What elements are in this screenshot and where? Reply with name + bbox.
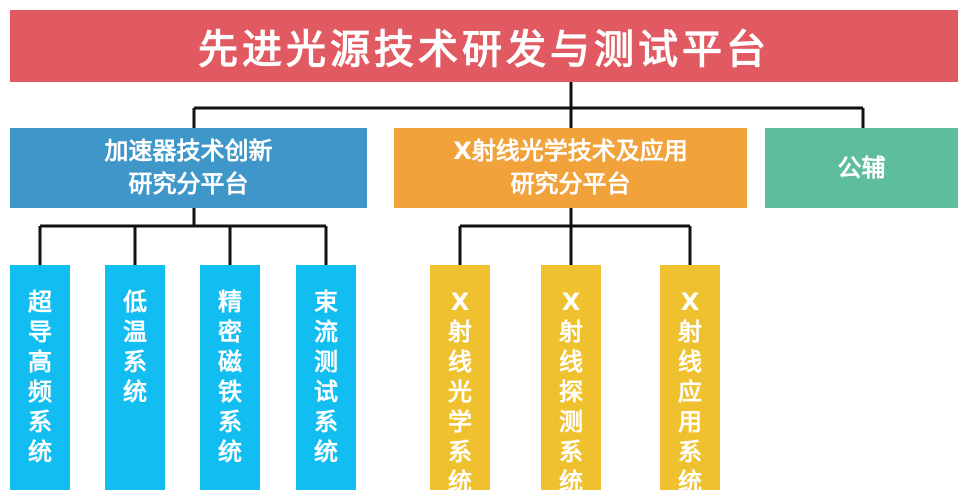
- branch-node-xray-optics: X射线光学技术及应用 研究分平台: [394, 128, 747, 208]
- leaf-node-xray-optics: X射线光学系统: [430, 265, 490, 496]
- root-node: 先进光源技术研发与测试平台: [10, 10, 958, 82]
- leaf-node-xray-detection: X射线探测系统: [541, 265, 601, 496]
- branch-node-accelerator: 加速器技术创新 研究分平台: [10, 128, 367, 208]
- leaf-node-beam-test: 束流测试系统: [296, 265, 356, 490]
- leaf-node-cryogenic: 低温系统: [105, 265, 165, 490]
- leaf-node-label: 精密磁铁系统: [218, 288, 242, 466]
- branch-node-utilities: 公辅: [765, 128, 958, 208]
- leaf-node-label: 超导高频系统: [28, 288, 52, 466]
- leaf-node-srf: 超导高频系统: [10, 265, 70, 490]
- leaf-node-label: X射线应用系统: [678, 288, 702, 496]
- leaf-node-magnet: 精密磁铁系统: [200, 265, 260, 490]
- leaf-node-label: X射线光学系统: [448, 288, 472, 496]
- branch-node-label: 加速器技术创新 研究分平台: [104, 137, 273, 198]
- root-node-label: 先进光源技术研发与测试平台: [198, 27, 770, 73]
- leaf-node-label: X射线探测系统: [559, 288, 583, 496]
- leaf-node-label: 束流测试系统: [314, 288, 338, 466]
- branch-node-label: 公辅: [837, 153, 886, 182]
- branch-node-label: X射线光学技术及应用 研究分平台: [453, 137, 688, 198]
- leaf-node-xray-application: X射线应用系统: [660, 265, 720, 496]
- leaf-node-label: 低温系统: [123, 288, 147, 406]
